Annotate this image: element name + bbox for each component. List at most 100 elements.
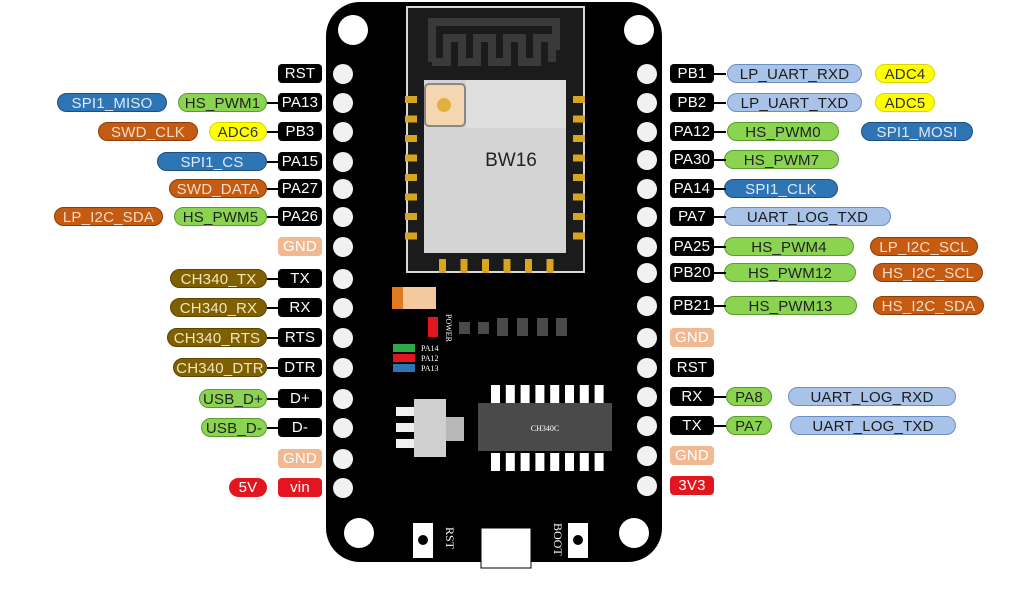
connector-line bbox=[714, 159, 726, 161]
function-label-swd-data: SWD_DATA bbox=[169, 179, 267, 198]
ch340-pin bbox=[535, 385, 545, 403]
header-pin-right bbox=[637, 416, 657, 436]
regulator-tab bbox=[446, 417, 464, 441]
header-pin-right bbox=[637, 93, 657, 113]
led-pa13-label: PA13 bbox=[421, 364, 439, 373]
function-label-usb-d: USB_D+ bbox=[199, 389, 267, 408]
header-pin-right bbox=[637, 150, 657, 170]
shield-can-lid bbox=[466, 80, 566, 128]
pin-label-pb1: PB1 bbox=[670, 64, 714, 83]
connector-line bbox=[714, 131, 726, 133]
led-pa12 bbox=[393, 354, 415, 362]
pin-label-pa26: PA26 bbox=[278, 207, 322, 226]
function-label-usb-d: USB_D- bbox=[201, 418, 267, 437]
castellation-left bbox=[405, 135, 417, 142]
pin-label-pa15: PA15 bbox=[278, 152, 322, 171]
ch340-pin bbox=[565, 385, 574, 403]
smd-components bbox=[459, 318, 567, 336]
header-pin-right bbox=[637, 64, 657, 84]
header-pin-right bbox=[637, 207, 657, 227]
connector-line bbox=[714, 272, 726, 274]
connector-line bbox=[267, 188, 278, 190]
function-label-ch340-tx: CH340_TX bbox=[170, 269, 267, 288]
header-pin-right bbox=[637, 122, 657, 142]
header-pin-left bbox=[333, 478, 353, 498]
function-label-uart-log-txd: UART_LOG_TXD bbox=[724, 207, 891, 226]
pin-label-gnd: GND bbox=[670, 328, 714, 347]
pin-label-gnd: GND bbox=[278, 237, 322, 256]
connector-line bbox=[267, 131, 278, 133]
connector-line bbox=[267, 398, 278, 400]
module-label: BW16 bbox=[485, 150, 537, 171]
antenna-pad-dot bbox=[437, 98, 451, 112]
connector-line bbox=[714, 305, 726, 307]
function-label-lp-i2c-scl: LP_I2C_SCL bbox=[870, 237, 978, 256]
castellation-bottom bbox=[460, 259, 468, 273]
pin-label-dtr: DTR bbox=[278, 358, 322, 377]
header-pin-left bbox=[333, 418, 353, 438]
mounting-hole-bottom-right bbox=[619, 518, 649, 548]
header-pin-right bbox=[637, 358, 657, 378]
ch340-pin bbox=[505, 385, 515, 403]
power-led-label: POWER bbox=[444, 314, 453, 343]
function-label-swd-clk: SWD_CLK bbox=[98, 122, 198, 141]
connector-line bbox=[267, 427, 278, 429]
pin-label-tx: TX bbox=[278, 269, 322, 288]
castellation-bottom bbox=[546, 259, 554, 273]
function-label-spi1-miso: SPI1_MISO bbox=[57, 93, 167, 112]
pin-label-vin: vin bbox=[278, 478, 322, 497]
header-pin-left bbox=[333, 358, 353, 378]
castellation-left bbox=[405, 213, 417, 220]
header-pin-right bbox=[637, 263, 657, 283]
header-pin-left bbox=[333, 179, 353, 199]
connector-line bbox=[714, 73, 726, 75]
castellation-right bbox=[573, 213, 585, 220]
castellation-left bbox=[405, 115, 417, 123]
header-pin-right bbox=[637, 476, 657, 496]
regulator-leg-3 bbox=[396, 439, 414, 448]
function-label-hs-pwm12: HS_PWM12 bbox=[724, 263, 856, 282]
castellation-right bbox=[573, 115, 585, 123]
castellation-bottom bbox=[525, 259, 532, 273]
mounting-hole-bottom-left bbox=[344, 518, 374, 548]
pin-label-gnd: GND bbox=[278, 449, 322, 468]
pin-label-pa27: PA27 bbox=[278, 179, 322, 198]
function-label-lp-uart-rxd: LP_UART_RXD bbox=[727, 64, 862, 83]
function-label-spi1-mosi: SPI1_MOSI bbox=[861, 122, 973, 141]
pin-label-rts: RTS bbox=[278, 328, 322, 347]
function-label-adc5: ADC5 bbox=[875, 93, 935, 112]
function-label-uart-log-rxd: UART_LOG_RXD bbox=[788, 387, 956, 406]
regulator bbox=[414, 399, 446, 457]
pin-label-rst: RST bbox=[670, 358, 714, 377]
connector-line bbox=[267, 278, 278, 280]
smd-resistor bbox=[497, 318, 508, 336]
ch340-pin bbox=[550, 385, 560, 403]
rst-button-label: RST bbox=[443, 527, 457, 550]
ch340-pin bbox=[579, 385, 589, 403]
function-label-hs-pwm13: HS_PWM13 bbox=[724, 296, 857, 315]
regulator-leg-1 bbox=[396, 407, 414, 416]
header-pin-left bbox=[333, 207, 353, 227]
function-label-hs-pwm0: HS_PWM0 bbox=[727, 122, 839, 141]
connector-line bbox=[267, 367, 278, 369]
function-label-ch340-rx: CH340_RX bbox=[170, 298, 267, 317]
header-pin-left bbox=[333, 298, 353, 318]
rst-button-cap bbox=[418, 535, 428, 545]
mounting-hole-top-right bbox=[624, 15, 654, 45]
function-label-ch340-dtr: CH340_DTR bbox=[173, 358, 267, 377]
led-pa14-label: PA14 bbox=[421, 344, 439, 353]
function-label-spi1-cs: SPI1_CS bbox=[157, 152, 267, 171]
function-label-spi1-clk: SPI1_CLK bbox=[724, 179, 838, 198]
castellation-right bbox=[573, 232, 585, 240]
pin-label-pa12: PA12 bbox=[670, 122, 714, 141]
pin-label-gnd: GND bbox=[670, 446, 714, 465]
connector-line bbox=[714, 246, 726, 248]
smd-resistor bbox=[478, 322, 489, 334]
smd-resistor bbox=[517, 318, 528, 336]
function-label-hs-pwm7: HS_PWM7 bbox=[724, 150, 839, 169]
castellation-right bbox=[573, 96, 585, 103]
ch340-pin bbox=[565, 453, 574, 471]
chip-label: CH340C bbox=[531, 424, 559, 433]
pin-label-rx: RX bbox=[670, 387, 714, 406]
